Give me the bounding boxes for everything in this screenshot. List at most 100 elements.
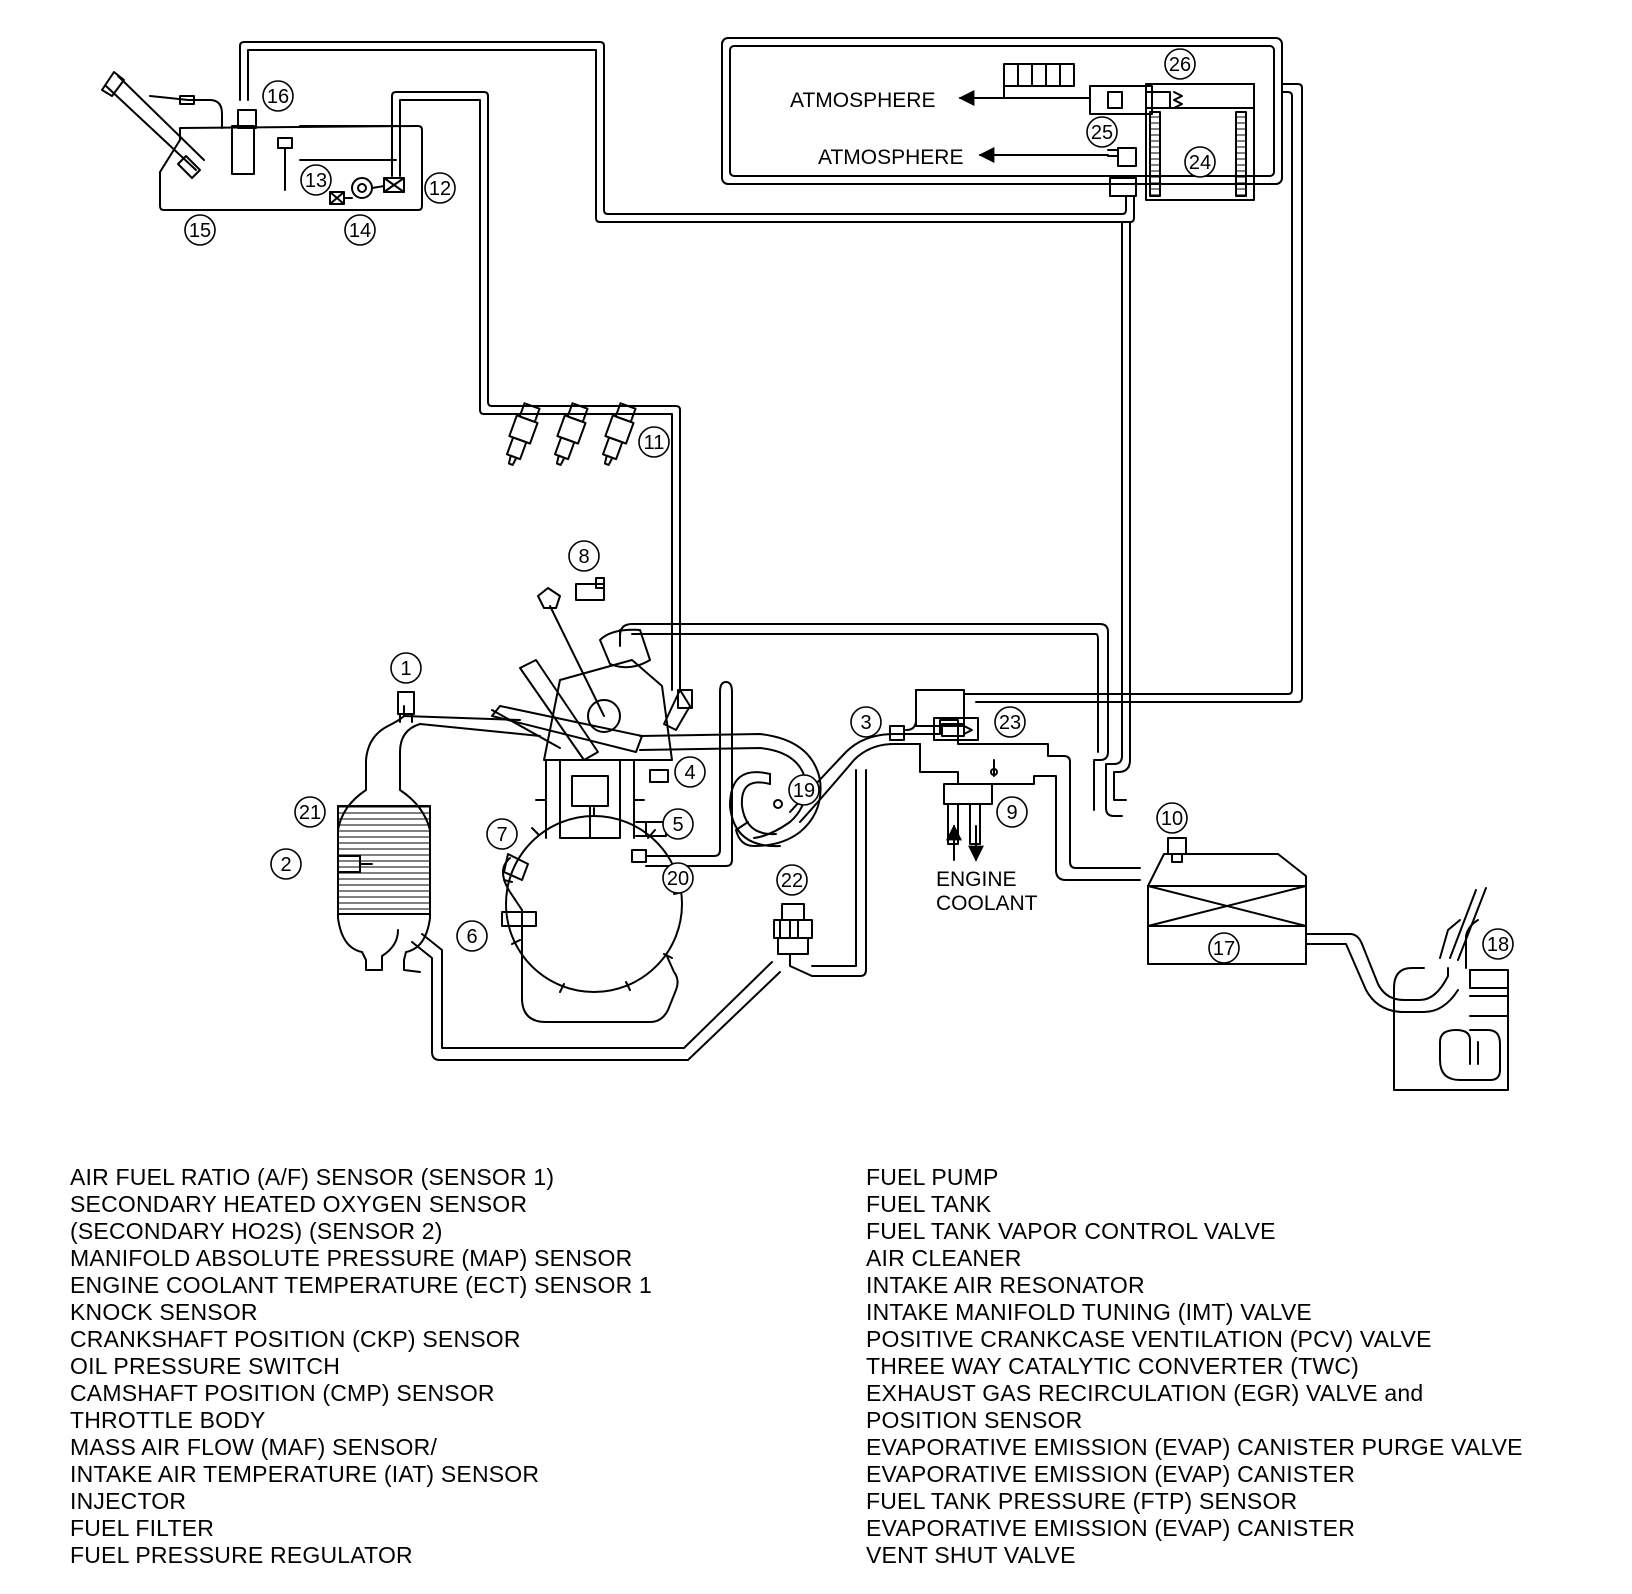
legend-item: EVAPORATIVE EMISSION (EVAP) CANISTER — [866, 1515, 1356, 1541]
atmosphere-label-1: ATMOSPHERE — [790, 89, 935, 112]
svg-text:24: 24 — [1189, 152, 1211, 174]
fuel-pump-module — [277, 91, 681, 691]
legend-item: FUEL FILTER — [70, 1515, 215, 1541]
svg-text:7: 7 — [496, 824, 507, 846]
svg-text:2: 2 — [280, 854, 291, 876]
svg-text:11: 11 — [644, 432, 665, 454]
svg-text:3: 3 — [860, 712, 871, 734]
svg-text:8: 8 — [578, 546, 589, 568]
svg-text:9: 9 — [1006, 802, 1017, 824]
ect-sensor — [649, 769, 669, 783]
svg-text:13: 13 — [305, 170, 327, 192]
svg-text:14: 14 — [349, 220, 371, 242]
callout-19: 19 — [788, 774, 820, 806]
callout-1: 1 — [390, 652, 422, 684]
fuel-tank — [101, 71, 423, 211]
intake-air-path — [639, 689, 1141, 881]
legend-item: THREE WAY CATALYTIC CONVERTER (TWC) — [866, 1353, 1359, 1379]
svg-text:18: 18 — [1487, 934, 1509, 956]
svg-text:23: 23 — [999, 712, 1021, 734]
legend-item: THROTTLE BODY — [70, 1407, 266, 1433]
callout-9: 9 — [996, 796, 1028, 828]
callout-11: 11 — [638, 426, 670, 458]
legend-item: FUEL PUMP — [866, 1164, 999, 1190]
legend-item: ENGINE COOLANT TEMPERATURE (ECT) SENSOR … — [70, 1272, 653, 1298]
svg-text:19: 19 — [793, 780, 815, 802]
svg-text:6: 6 — [466, 926, 477, 948]
callout-26: 26 — [1164, 48, 1196, 80]
svg-text:5: 5 — [672, 814, 683, 836]
svg-text:4: 4 — [684, 762, 695, 784]
legend-item: INTAKE MANIFOLD TUNING (IMT) VALVE — [866, 1299, 1312, 1325]
legend-left-column: AIR FUEL RATIO (A/F) SENSOR (SENSOR 1) S… — [70, 1164, 652, 1569]
engine-coolant-label-line2: COOLANT — [936, 892, 1038, 915]
callout-5: 5 — [662, 808, 694, 840]
legend-item: OIL PRESSURE SWITCH — [70, 1353, 341, 1379]
svg-text:25: 25 — [1091, 122, 1113, 144]
svg-text:10: 10 — [1161, 808, 1183, 830]
callout-18: 18 — [1482, 928, 1514, 960]
svg-text:1: 1 — [400, 658, 411, 680]
legend-item: MASS AIR FLOW (MAF) SENSOR/ — [70, 1434, 438, 1460]
callout-17: 17 — [1208, 932, 1240, 964]
air-cleaner — [1147, 837, 1509, 1091]
callout-3: 3 — [850, 706, 882, 738]
callout-24: 24 — [1184, 146, 1216, 178]
callout-16: 16 — [262, 80, 294, 112]
pcv-valve — [631, 849, 647, 863]
exhaust-and-twc — [337, 691, 781, 1061]
legend-item: INJECTOR — [70, 1488, 187, 1514]
svg-text:17: 17 — [1213, 938, 1235, 960]
legend-item: MANIFOLD ABSOLUTE PRESSURE (MAP) SENSOR — [70, 1245, 633, 1271]
callout-12: 12 — [424, 172, 456, 204]
callout-8: 8 — [568, 540, 600, 572]
engine-system-diagram: 1 2 3 4 5 6 7 8 9 10 11 12 13 14 15 16 1… — [101, 37, 1514, 1091]
legend-item: CRANKSHAFT POSITION (CKP) SENSOR — [70, 1326, 521, 1352]
svg-text:21: 21 — [299, 802, 321, 824]
legend-right-column: FUEL PUMP FUEL TANK FUEL TANK VAPOR CONT… — [866, 1164, 1523, 1569]
legend-item: EXHAUST GAS RECIRCULATION (EGR) VALVE an… — [866, 1380, 1424, 1406]
callout-14: 14 — [344, 214, 376, 246]
legend-item: KNOCK SENSOR — [70, 1299, 258, 1325]
callout-6: 6 — [456, 920, 488, 952]
svg-text:26: 26 — [1169, 54, 1191, 76]
legend-item: AIR CLEANER — [866, 1245, 1022, 1271]
svg-text:12: 12 — [429, 178, 451, 200]
legend-item: SECONDARY HEATED OXYGEN SENSOR — [70, 1191, 528, 1217]
legend-item: POSITIVE CRANKCASE VENTILATION (PCV) VAL… — [866, 1326, 1432, 1352]
injectors — [505, 402, 637, 466]
legend-item: EVAPORATIVE EMISSION (EVAP) CANISTER PUR… — [866, 1434, 1523, 1460]
egr-valve — [773, 769, 867, 977]
svg-text:22: 22 — [781, 870, 803, 892]
callout-25: 25 — [1086, 116, 1118, 148]
callout-4: 4 — [674, 756, 706, 788]
svg-text:15: 15 — [189, 220, 211, 242]
legend-item: AIR FUEL RATIO (A/F) SENSOR (SENSOR 1) — [70, 1164, 555, 1190]
ckp-sensor — [501, 911, 537, 927]
callout-10: 10 — [1156, 802, 1188, 834]
callout-7: 7 — [486, 818, 518, 850]
legend-item: INTAKE AIR TEMPERATURE (IAT) SENSOR — [70, 1461, 540, 1487]
callout-13: 13 — [300, 164, 332, 196]
callout-2: 2 — [270, 848, 302, 880]
legend-item: POSITION SENSOR — [866, 1407, 1083, 1433]
legend-item: CAMSHAFT POSITION (CMP) SENSOR — [70, 1380, 495, 1406]
engine-coolant-label-line1: ENGINE — [936, 868, 1017, 891]
legend-item: FUEL TANK — [866, 1191, 992, 1217]
evap-canister-assembly — [721, 37, 1283, 201]
fuel-tank-vapor-control-valve — [231, 41, 1135, 223]
callout-22: 22 — [776, 864, 808, 896]
callouts: 1 2 3 4 5 6 7 8 9 10 11 12 13 14 15 16 1… — [184, 48, 1514, 964]
callout-20: 20 — [662, 862, 694, 894]
callout-23: 23 — [994, 706, 1026, 738]
legend-item: FUEL TANK PRESSURE (FTP) SENSOR — [866, 1488, 1298, 1514]
oil-pressure-switch — [503, 853, 529, 881]
svg-text:20: 20 — [667, 868, 689, 890]
callout-21: 21 — [294, 796, 326, 828]
purge-line — [975, 91, 1293, 695]
callout-15: 15 — [184, 214, 216, 246]
svg-text:16: 16 — [267, 86, 289, 108]
legend-item: EVAPORATIVE EMISSION (EVAP) CANISTER — [866, 1461, 1356, 1487]
legend-item: FUEL TANK VAPOR CONTROL VALVE — [866, 1218, 1276, 1244]
atmosphere-label-2: ATMOSPHERE — [818, 146, 963, 169]
